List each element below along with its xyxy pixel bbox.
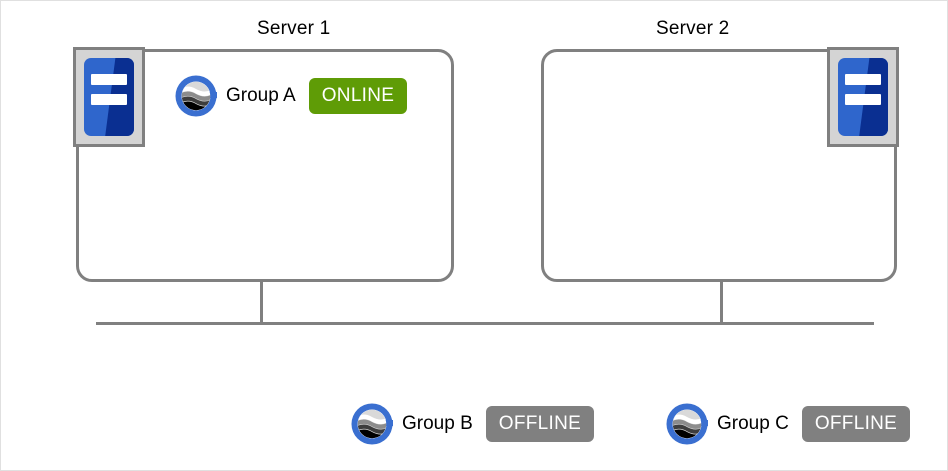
group-c-status-badge: OFFLINE xyxy=(801,406,911,442)
server-chassis-icon xyxy=(73,47,145,147)
group-c-label: Group C xyxy=(717,413,789,434)
server-chassis-bar xyxy=(845,94,881,105)
server-chassis-bar xyxy=(91,94,127,105)
globe-group-icon xyxy=(349,401,395,447)
globe-group-icon xyxy=(173,73,219,119)
server-2-network-drop xyxy=(720,282,723,325)
group-a-status-badge: ONLINE xyxy=(308,78,408,114)
server-chassis-body xyxy=(84,58,134,136)
group-b-status-badge: OFFLINE xyxy=(485,406,595,442)
group-row-a[interactable]: Group A ONLINE xyxy=(173,73,408,119)
server-2-title: Server 2 xyxy=(656,18,730,39)
globe-group-icon xyxy=(664,401,710,447)
group-b-label: Group B xyxy=(402,413,473,434)
group-a-label: Group A xyxy=(226,85,296,106)
server-chassis-icon xyxy=(827,47,899,147)
server-chassis-body xyxy=(838,58,888,136)
group-row-b[interactable]: Group B OFFLINE xyxy=(349,401,595,447)
server-1-title: Server 1 xyxy=(257,18,331,39)
server-1-network-drop xyxy=(260,282,263,325)
group-row-c[interactable]: Group C OFFLINE xyxy=(664,401,911,447)
server-chassis-bar xyxy=(845,74,881,85)
network-bus-line xyxy=(96,322,874,325)
server-chassis-bar xyxy=(91,74,127,85)
